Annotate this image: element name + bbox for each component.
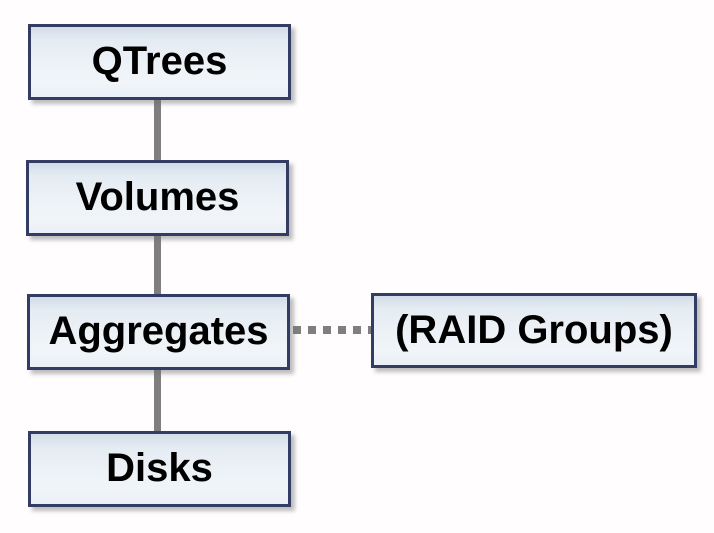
node-aggregates-label: Aggregates: [48, 309, 269, 353]
node-aggregates: Aggregates: [27, 294, 290, 370]
node-disks: Disks: [28, 431, 291, 507]
node-raid-groups-label: (RAID Groups): [395, 307, 673, 352]
connector-volumes-aggregates: [154, 231, 161, 296]
node-raid-groups: (RAID Groups): [371, 293, 697, 368]
node-volumes-label: Volumes: [75, 175, 240, 219]
node-volumes: Volumes: [26, 160, 289, 236]
connector-qtrees-volumes: [154, 98, 161, 162]
node-qtrees-label: QTrees: [91, 39, 228, 83]
connector-aggregates-disks: [154, 368, 161, 433]
node-disks-label: Disks: [106, 446, 213, 490]
node-qtrees: QTrees: [28, 24, 291, 100]
connector-aggregates-raid-groups-dashed: [293, 326, 371, 334]
